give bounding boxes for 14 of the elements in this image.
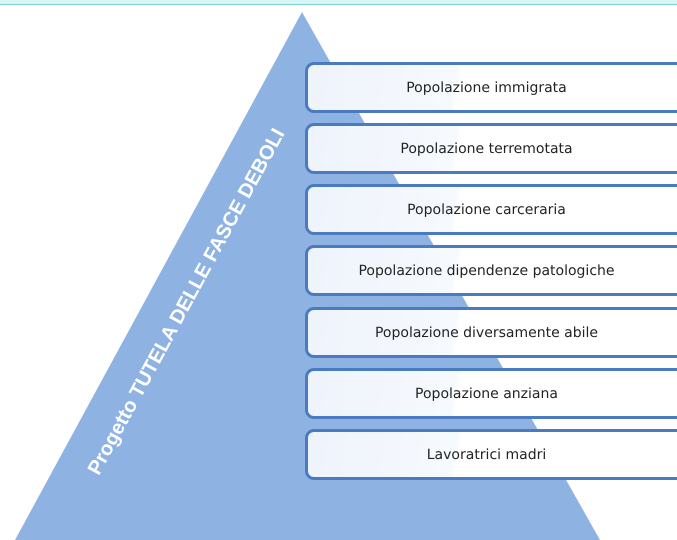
level-label: Popolazione immigrata <box>406 80 567 96</box>
level-label: Popolazione carceraria <box>407 202 566 218</box>
level-box <box>305 368 677 419</box>
level-box <box>305 245 677 296</box>
level-label: Lavoratrici madri <box>426 446 546 462</box>
level-label: Popolazione anziana <box>415 386 558 402</box>
level-label: Popolazione terremotata <box>400 140 573 156</box>
level-label: Popolazione diversamente abile <box>374 324 598 340</box>
level-box <box>305 62 677 113</box>
level-label: Popolazione dipendenze patologiche <box>358 262 615 278</box>
level-box <box>305 429 677 480</box>
level-box <box>305 123 677 174</box>
level-box <box>305 307 677 358</box>
level-box <box>305 184 677 235</box>
